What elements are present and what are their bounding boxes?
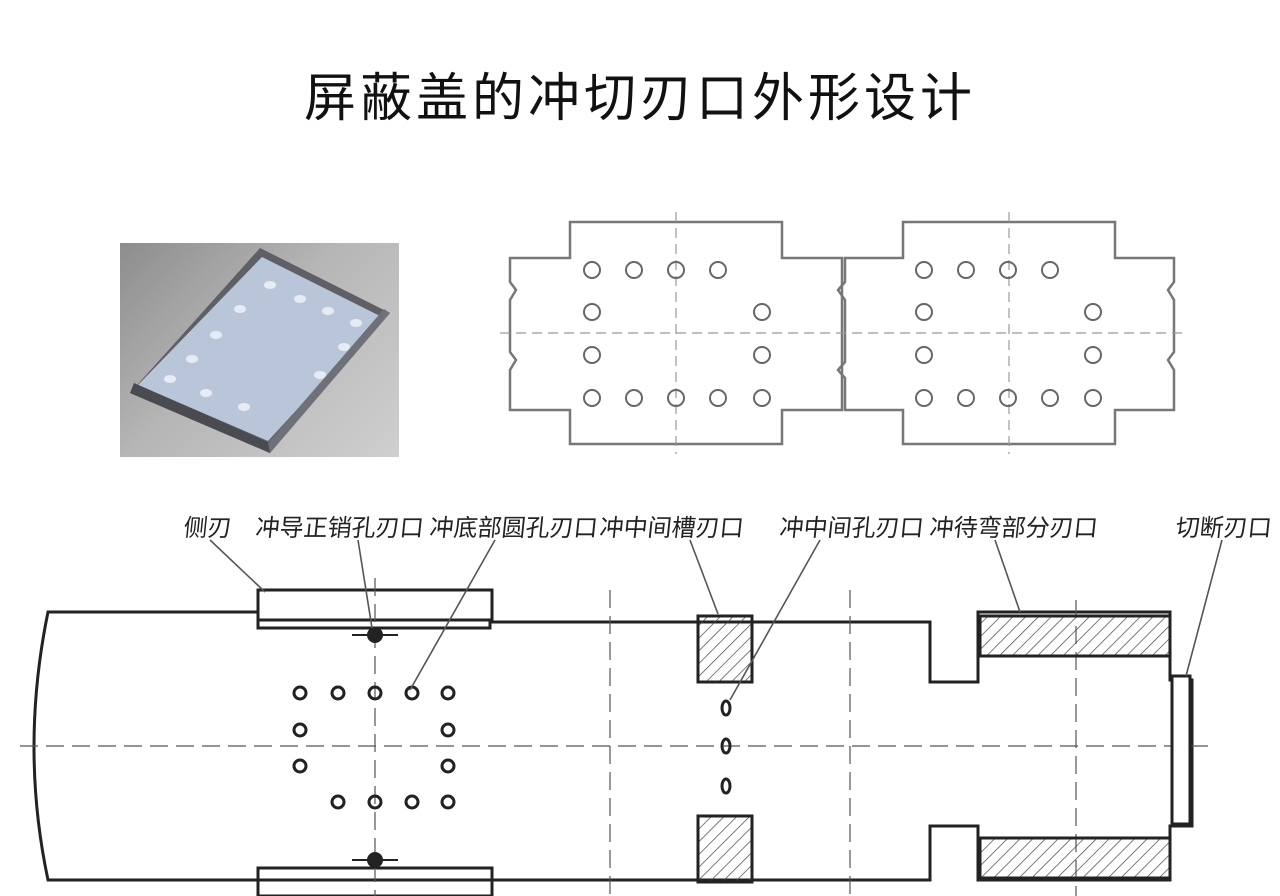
pilot-holes [352, 627, 398, 868]
label-middle-slot-blade: 冲中间槽刃口 [598, 514, 746, 542]
label-side-blade: 侧刃 [182, 514, 234, 542]
page-title: 屏蔽盖的冲切刃口外形设计 [303, 69, 976, 129]
leader-lines [209, 539, 1223, 701]
label-cutoff-blade: 切断刃口 [1174, 514, 1274, 542]
strip-layout [20, 578, 1215, 896]
bend-part-blades [978, 614, 1172, 880]
middle-holes [720, 699, 732, 795]
shield-cover-photo [120, 243, 399, 457]
blank-holes-left [583, 261, 771, 407]
label-bend-part-blade: 冲待弯部分刃口 [928, 514, 1100, 542]
blank-holes-right [915, 261, 1102, 407]
bottom-round-holes [292, 685, 456, 810]
middle-slots [696, 614, 754, 884]
flat-blank-layout [500, 212, 1185, 454]
label-bottom-hole-blade: 冲底部圆孔刃口 [428, 514, 600, 542]
blank-outline-right [836, 220, 1176, 446]
shield-cover-3d-image [130, 248, 390, 453]
label-middle-hole-blade: 冲中间孔刃口 [778, 514, 926, 542]
label-pilot-hole-blade: 冲导正销孔刃口 [254, 514, 426, 542]
blank-outline-left [508, 220, 844, 446]
cutoff-blade-rect [1170, 674, 1192, 826]
